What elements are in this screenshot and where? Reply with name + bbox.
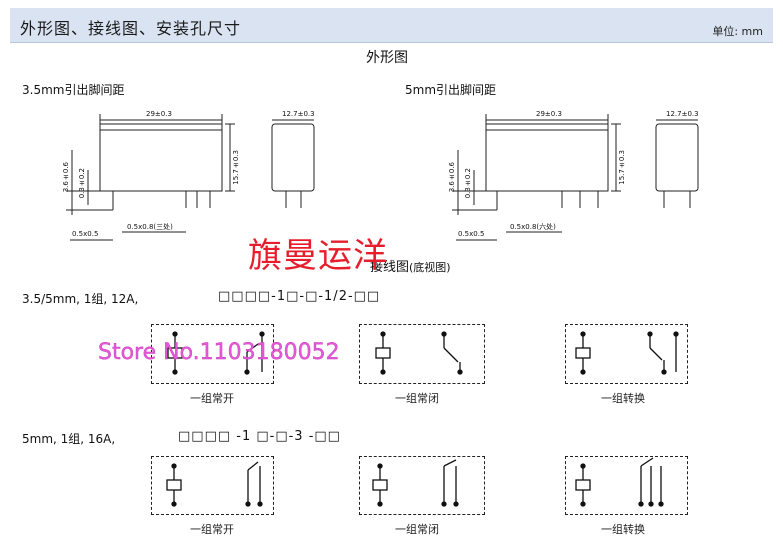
outline-right-label: 5mm引出脚间距: [405, 83, 497, 97]
dim-pinsq-left: 0.5x0.5: [72, 230, 99, 238]
diagram-row2-co: [565, 456, 688, 515]
wiring-title: 接线图(底视图): [370, 260, 451, 275]
row2-caption-co: 一组转换: [601, 523, 645, 536]
dim-pinsq-right: 0.5x0.5: [458, 230, 485, 238]
row2-caption-no: 一组常开: [190, 523, 234, 536]
row2-spec: 5mm, 1组, 16A,: [22, 432, 116, 446]
row1-code: □□□□-1□-□-1/2-□□: [218, 289, 381, 304]
unit-label: 单位: mm: [712, 25, 763, 38]
row1-caption-no: 一组常开: [190, 392, 234, 405]
outline-title: 外形图: [366, 50, 408, 66]
dim-length-right: 29±0.3: [536, 110, 562, 118]
dim-width-right: 12.7±0.3: [666, 110, 699, 118]
dim-pinrect-left: 0.5x0.8(三处): [127, 223, 173, 231]
diagram-row1-nc: [359, 324, 485, 384]
store-watermark: Store No.1103180052: [98, 340, 340, 365]
row2-code: □□□□ -1 □-□-3 -□□: [178, 429, 341, 444]
dim-length-left: 29±0.3: [146, 110, 172, 118]
dim-pinrect-right: 0.5x0.8(六处): [510, 223, 556, 231]
row2-caption-nc: 一组常闭: [395, 523, 439, 536]
diagram-row2-nc: [359, 456, 485, 515]
diagram-row1-co: [565, 324, 688, 384]
row1-caption-co: 一组转换: [601, 392, 645, 405]
diagram-row2-no: [151, 456, 274, 515]
dim-width-left: 12.7±0.3: [282, 110, 315, 118]
header-title: 外形图、接线图、安装孔尺寸: [20, 19, 242, 38]
shop-watermark: 旗曼运洋: [248, 236, 388, 276]
diagram-row1-no: [151, 324, 274, 384]
outline-left-label: 3.5mm引出脚间距: [22, 83, 125, 97]
row1-caption-nc: 一组常闭: [395, 392, 439, 405]
row1-spec: 3.5/5mm, 1组, 12A,: [22, 292, 139, 306]
header-bar: 外形图、接线图、安装孔尺寸 单位: mm: [10, 8, 773, 43]
